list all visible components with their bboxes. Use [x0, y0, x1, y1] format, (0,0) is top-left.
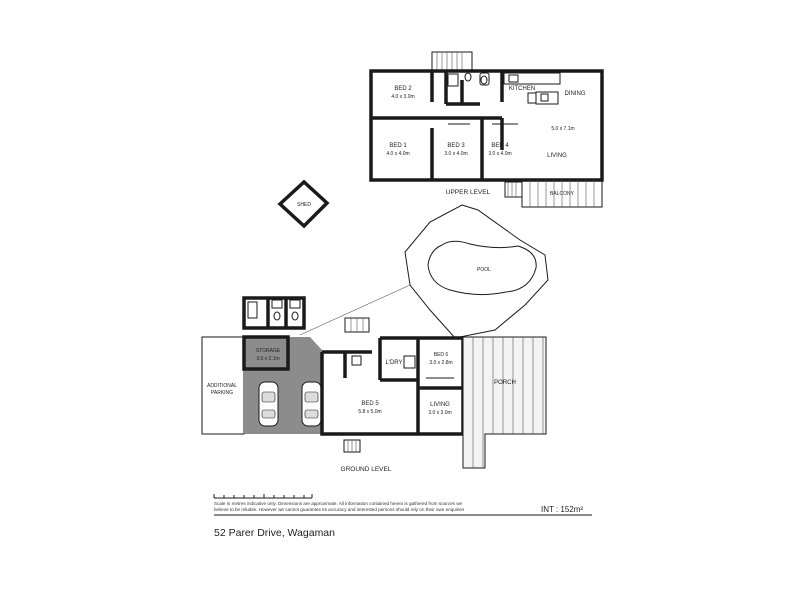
ground-level-label: GROUND LEVEL: [341, 466, 392, 473]
bed4-name: BED 4: [491, 143, 509, 149]
laundry-fixtures: [351, 355, 416, 369]
bed3-dims: 3.0 x 4.0m: [444, 151, 467, 157]
front-steps: [343, 439, 361, 453]
property-address: 52 Parer Drive, Wagaman: [214, 527, 335, 539]
bed2-dims: 4.0 x 3.0m: [391, 94, 414, 100]
storage-name: STORAGE: [256, 348, 281, 354]
upper-bathroom-fixtures: [447, 72, 490, 87]
pool-area: POOL: [299, 204, 549, 339]
shed-name: SHED: [297, 202, 311, 208]
storage-room: [242, 335, 290, 371]
car-right-icon: [301, 381, 322, 427]
bed2-name: BED 2: [394, 86, 412, 92]
upper-living-name: LIVING: [547, 153, 567, 159]
upper-exterior-walls: [369, 69, 604, 182]
parking-line2: PARKING: [211, 390, 233, 396]
ground-bathroom: [242, 296, 306, 330]
porch: [462, 336, 547, 469]
balcony-deck: [521, 179, 603, 208]
ground-stairs: [344, 317, 370, 333]
bed4-dims: 3.0 x 4.0m: [488, 151, 511, 157]
ground-living-dims: 3.0 x 3.0m: [428, 410, 451, 416]
scale-bar: [213, 494, 313, 499]
bed5-name: BED 5: [361, 401, 379, 407]
fence-line: [299, 284, 411, 336]
bed1-dims: 4.0 x 4.0m: [386, 151, 409, 157]
balcony-name: BALCONY: [550, 191, 575, 197]
ground-level: ADDITIONAL PARKING STORAGE 3.0 x 2.1m: [201, 296, 547, 473]
bed3-name: BED 3: [447, 143, 465, 149]
upper-level: BED 2 4.0 x 3.0m BED 1 4.0 x 4.0m BED 3 …: [369, 51, 604, 208]
upper-interior-walls: [371, 71, 504, 180]
disclaimer-line1: Scale in metres indicative only. Dimensi…: [214, 501, 463, 506]
upper-level-label: UPPER LEVEL: [446, 189, 491, 196]
car-left-icon: [258, 381, 279, 427]
porch-name: PORCH: [494, 380, 516, 386]
parking-line1: ADDITIONAL: [207, 383, 237, 389]
kitchen-bench: [503, 72, 561, 105]
bed1-name: BED 1: [389, 143, 407, 149]
storage-dims: 3.0 x 2.1m: [256, 356, 279, 362]
balcony-stairs: [504, 181, 523, 198]
dining-name: DINING: [565, 91, 586, 97]
upper-entry-stairs: [431, 51, 473, 72]
pool-name: POOL: [477, 267, 491, 273]
bed6-name: BED 6: [434, 352, 449, 358]
disclaimer-line2: believe to be reliable. However we canno…: [214, 507, 465, 512]
kitchen-name: KITCHEN: [509, 86, 535, 92]
bed5-dims: 5.8 x 5.0m: [358, 409, 381, 415]
footer: Scale in metres indicative only. Dimensi…: [213, 494, 592, 539]
ground-living-name: LIVING: [430, 402, 450, 408]
internal-area: INT : 152m²: [541, 505, 583, 514]
upper-living-dims: 5.0 x 7.1m: [551, 126, 574, 132]
bed6-dims: 3.0 x 2.8m: [429, 360, 452, 366]
shed: SHED: [277, 179, 330, 229]
laundry-name: L'DRY: [385, 360, 402, 366]
